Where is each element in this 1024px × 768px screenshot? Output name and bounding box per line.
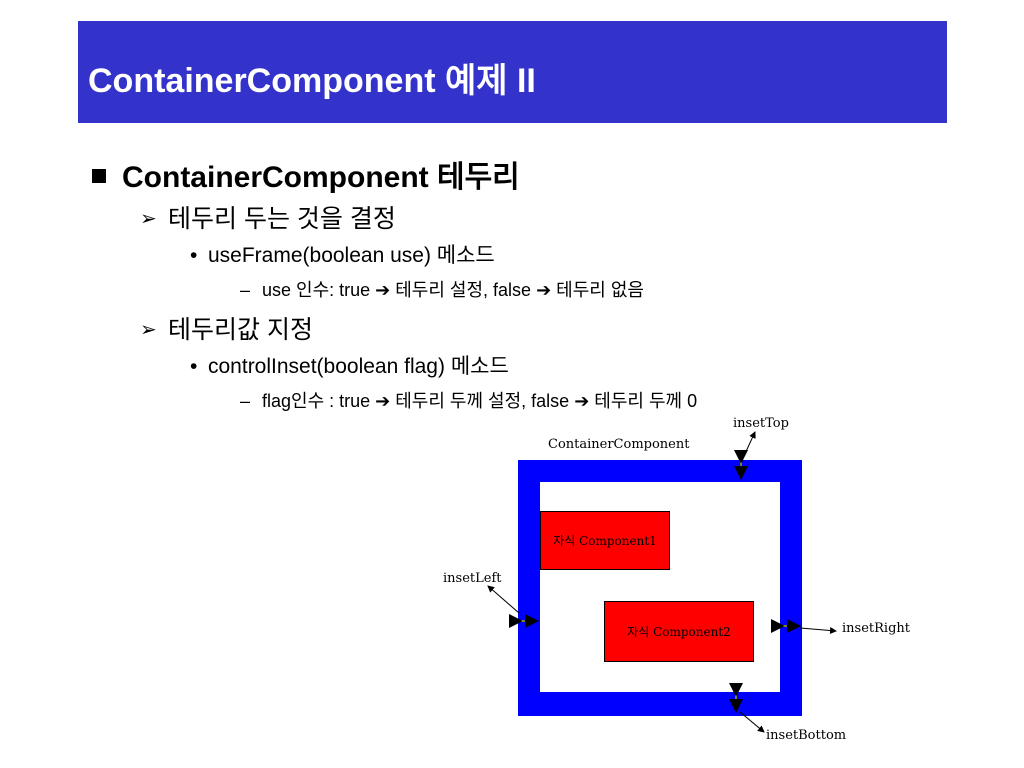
container-component-label: ContainerComponent (548, 437, 690, 452)
method-2-text: controlInset(boolean flag) 메소드 (208, 355, 509, 378)
detail-1-text: use 인수: true ➔ 테두리 설정, false ➔ 테두리 없음 (262, 280, 644, 300)
child-component-1-label: 자식 Component1 (553, 534, 657, 548)
child-component-1: 자식 Component1 (540, 511, 670, 570)
method-1-text: useFrame(boolean use) 메소드 (208, 244, 495, 267)
subheading-1: ➢ 테두리 두는 것을 결정 (140, 199, 396, 235)
heading-text: ContainerComponent 테두리 (122, 161, 520, 194)
inset-right-label: insetRight (842, 621, 910, 636)
arrow-bullet-icon: ➢ (140, 319, 157, 341)
subheading-2-text: 테두리값 지정 (168, 316, 313, 344)
inset-bottom-label: insetBottom (766, 728, 847, 743)
slide-title: ContainerComponent 예제 II (88, 62, 536, 100)
detail-2-text: flag인수 : true ➔ 테두리 두께 설정, false ➔ 테두리 두… (262, 391, 698, 411)
method-1: • useFrame(boolean use) 메소드 (190, 239, 495, 269)
subheading-2: ➢ 테두리값 지정 (140, 310, 313, 346)
square-bullet-icon (92, 169, 106, 183)
dash-bullet-icon: – (240, 391, 251, 411)
title-bar: ContainerComponent 예제 II (78, 21, 947, 123)
heading-item: ContainerComponent 테두리 (92, 152, 520, 196)
dash-bullet-icon: – (240, 280, 251, 300)
child-component-2: 자식 Component2 (604, 601, 754, 662)
detail-1: –use 인수: true ➔ 테두리 설정, false ➔ 테두리 없음 (240, 276, 644, 302)
subheading-1-text: 테두리 두는 것을 결정 (168, 205, 396, 233)
inset-left-label: insetLeft (443, 571, 502, 586)
detail-2: –flag인수 : true ➔ 테두리 두께 설정, false ➔ 테두리 … (240, 387, 697, 413)
arrow-bullet-icon: ➢ (140, 208, 157, 230)
method-2: • controlInset(boolean flag) 메소드 (190, 350, 509, 380)
inset-top-label: insetTop (733, 416, 789, 431)
child-component-2-label: 자식 Component2 (627, 625, 731, 639)
dot-bullet-icon: • (190, 355, 198, 378)
dot-bullet-icon: • (190, 244, 198, 267)
